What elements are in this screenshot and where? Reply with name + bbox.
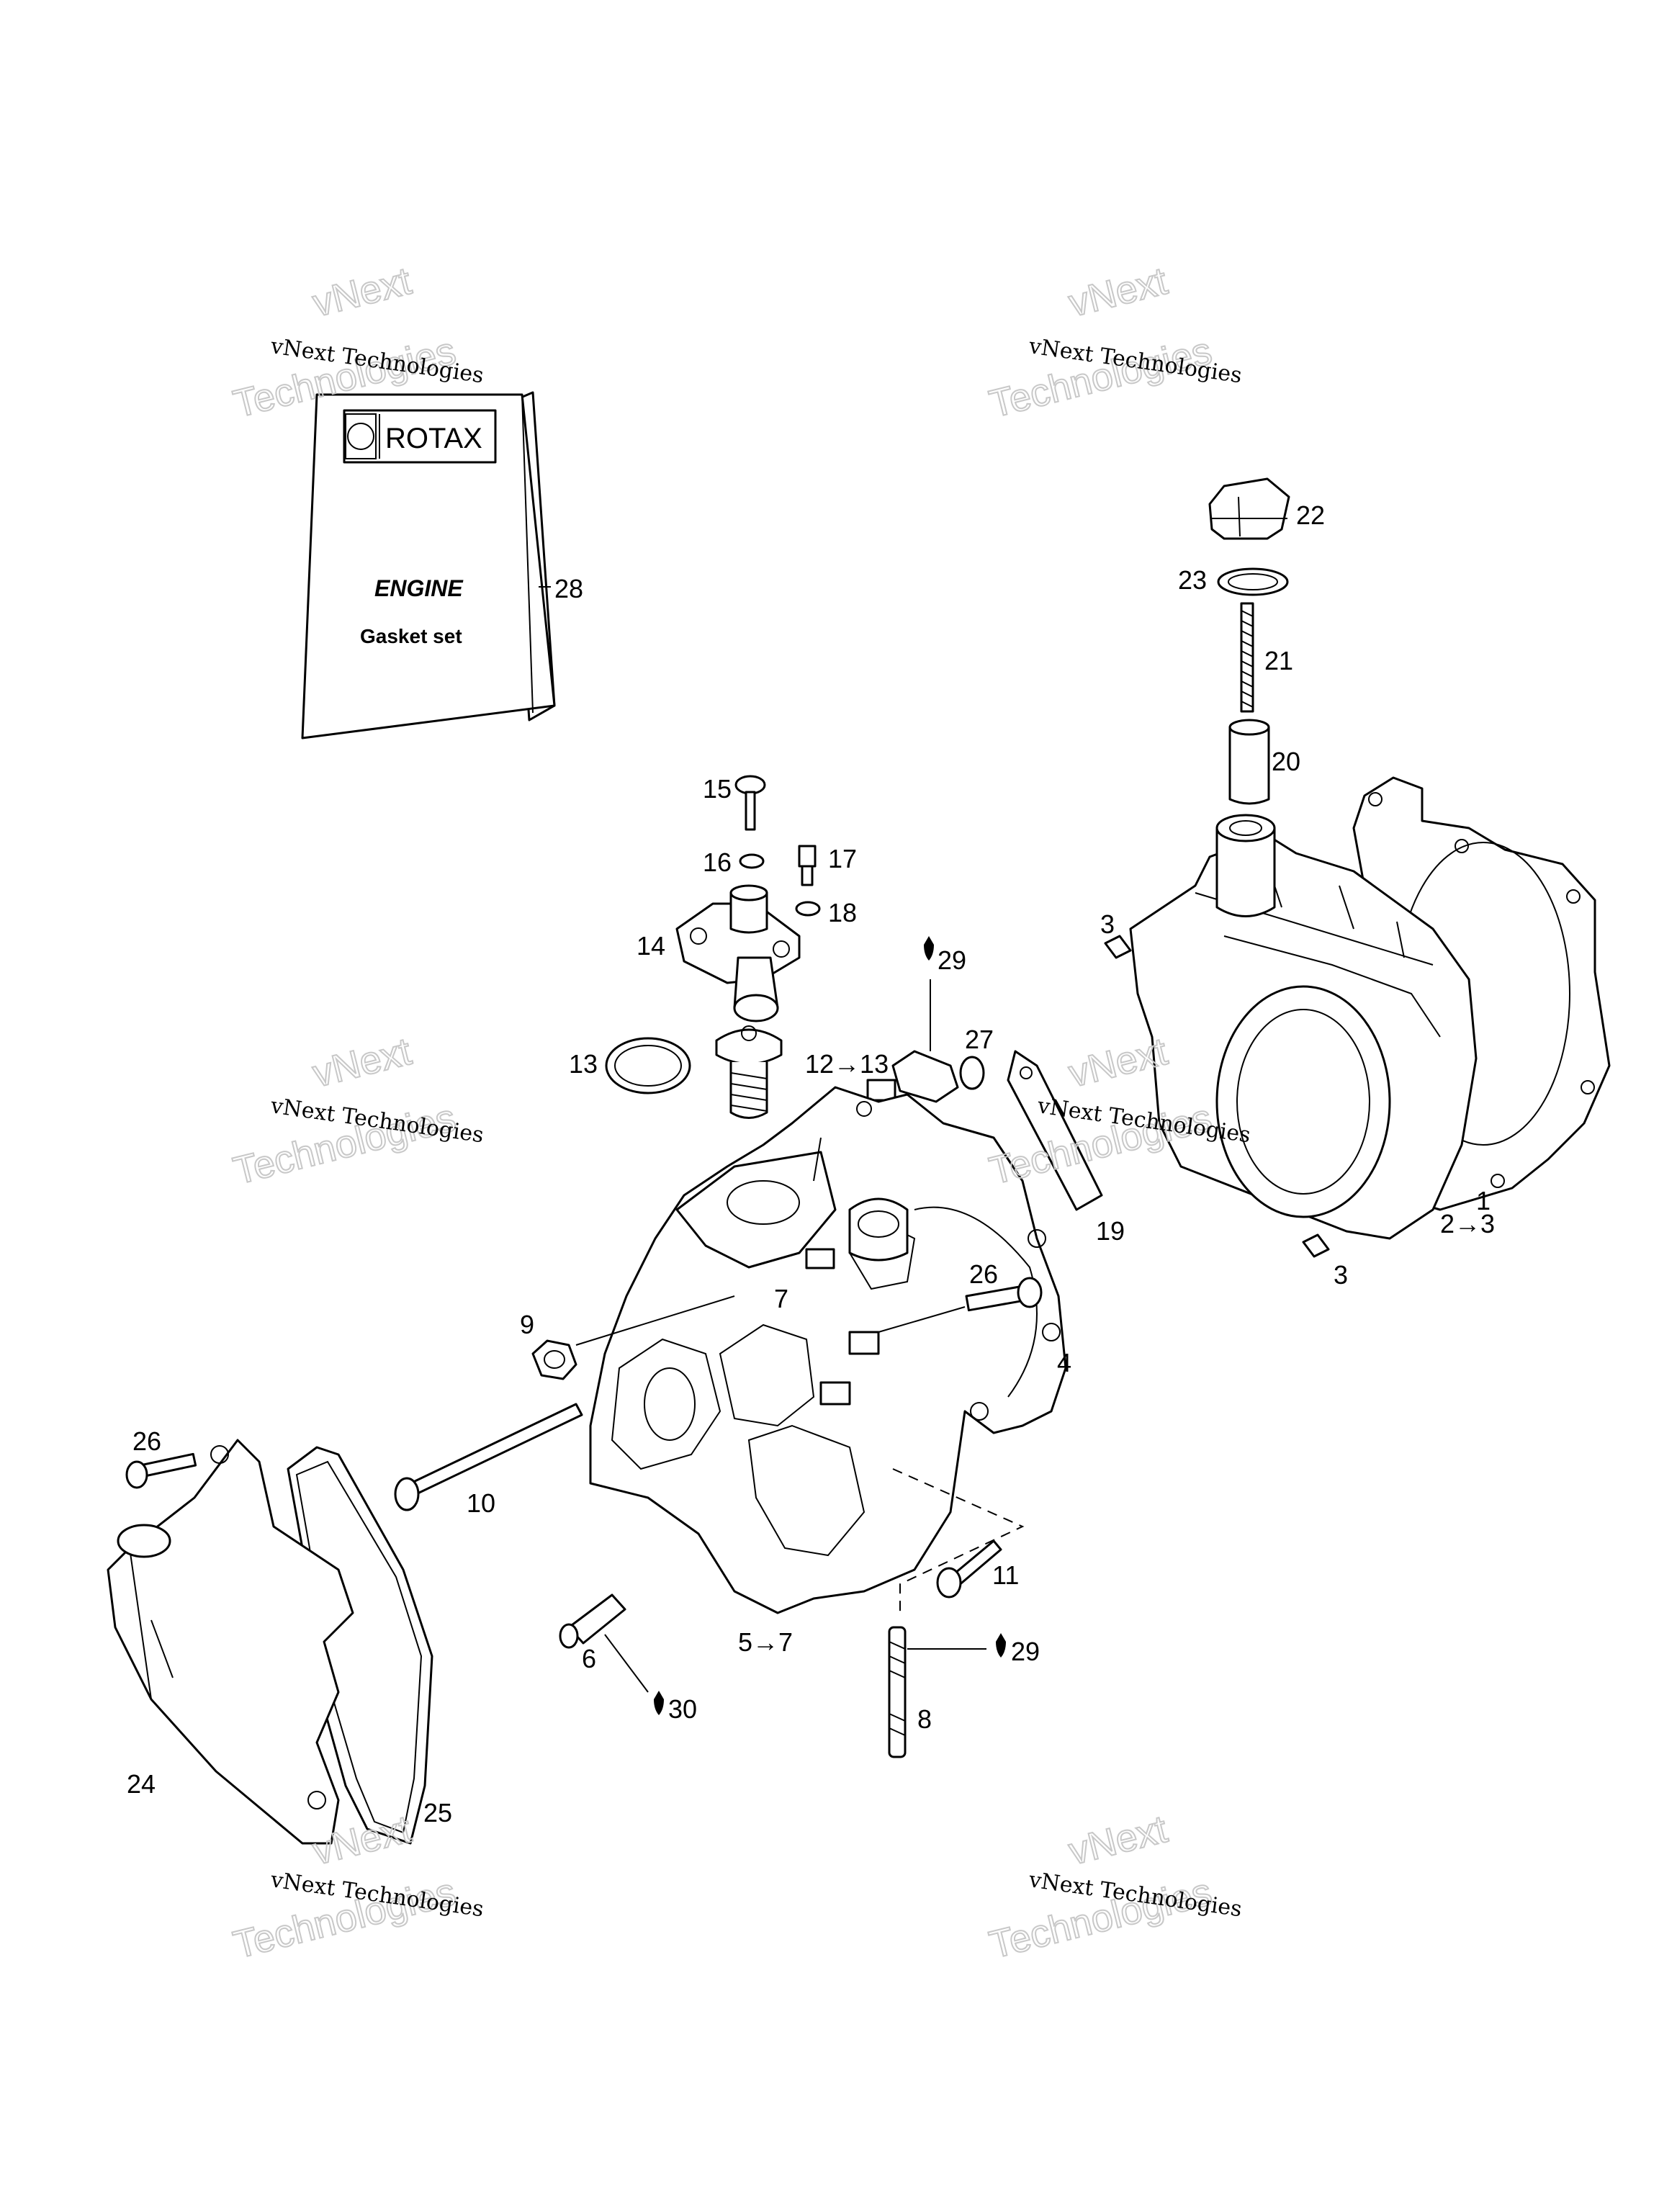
callout-30: 30 [668, 1694, 697, 1724]
hose-clip [1007, 1050, 1103, 1211]
oil-drop-icon [654, 1691, 664, 1715]
callout-15: 15 [703, 774, 732, 804]
threaded-stud [1240, 602, 1254, 713]
callout-5-7: 5→7 [738, 1627, 793, 1657]
callout-13: 13 [569, 1049, 598, 1079]
callout-20: 20 [1272, 747, 1300, 776]
svg-text:vNext: vNext [308, 259, 415, 325]
guide-pin [559, 1593, 626, 1649]
sealing-ring [1217, 567, 1289, 596]
callout-8: 8 [917, 1704, 932, 1734]
callout-25: 25 [423, 1798, 452, 1827]
oil-drop-icon [924, 936, 934, 961]
cap-screw-26-cover [125, 1452, 197, 1489]
callout-28: 28 [554, 574, 583, 603]
dowel-pin-lower [1302, 1233, 1330, 1258]
watermark-bottom-right: vNext Technologies vNext Technologies [984, 1807, 1243, 1968]
callout-22: 22 [1296, 500, 1325, 530]
callout-3-lower: 3 [1334, 1260, 1348, 1290]
callout-23: 23 [1178, 565, 1207, 595]
callout-18: 18 [828, 898, 857, 927]
cylinder-block [1129, 814, 1478, 1240]
callout-14: 14 [637, 931, 665, 961]
callout-21: 21 [1264, 646, 1293, 675]
booklet-title: ENGINE [374, 575, 464, 601]
callout-7: 7 [774, 1284, 788, 1313]
cylinder-head [589, 1086, 1067, 1614]
watermark-top-right: vNext Technologies vNext Technologies [984, 258, 1243, 427]
gasket-set-booklet: ROTAX ENGINE Gasket set [301, 391, 556, 739]
thermostat [715, 1025, 783, 1119]
callout-6: 6 [582, 1644, 596, 1673]
callout-26-cover: 26 [132, 1426, 161, 1456]
washer-18 [795, 901, 821, 917]
booklet-subtitle: Gasket set [360, 625, 462, 647]
dowel-pin-upper [1104, 935, 1132, 959]
hex-nut [531, 1339, 577, 1380]
callout-2-3: 2→3 [1440, 1209, 1495, 1238]
svg-text:vNext: vNext [1064, 1807, 1171, 1874]
callout-16: 16 [703, 848, 732, 877]
screw-17 [798, 845, 817, 886]
callout-4: 4 [1057, 1348, 1071, 1377]
callout-19: 19 [1096, 1216, 1125, 1246]
callout-29-upper: 29 [938, 945, 966, 975]
cap-screw-26-head [965, 1277, 1043, 1312]
callout-1: 1 [1476, 1186, 1491, 1215]
washer-16 [739, 853, 765, 869]
cap-screw-15 [734, 775, 766, 831]
valve-cover [107, 1439, 354, 1845]
callout-10: 10 [467, 1488, 495, 1518]
callout-3-upper: 3 [1100, 909, 1115, 939]
callout-9: 9 [520, 1310, 534, 1339]
callout-29-lower: 29 [1011, 1637, 1040, 1666]
spacer-sleeve [1228, 719, 1270, 805]
callout-12-13: 12→13 [805, 1049, 889, 1079]
o-ring-13 [605, 1037, 691, 1094]
booklet-logo-text: ROTAX [385, 423, 482, 454]
thermostat-housing [675, 884, 801, 1022]
cap-screw-11 [936, 1539, 1002, 1599]
watermark-bottom-left: vNext Technologies vNext Technologies [228, 1807, 485, 1968]
temperature-sensor [777, 1050, 985, 1167]
long-bolt [394, 1403, 583, 1511]
callout-27: 27 [965, 1025, 994, 1054]
callout-11: 11 [992, 1560, 1019, 1590]
watermark-mid-left: vNext Technologies vNext Technologies [228, 1029, 485, 1194]
callout-17: 17 [828, 844, 857, 873]
svg-text:vNext: vNext [1064, 259, 1171, 325]
plug-screw [1208, 477, 1290, 540]
oil-drop-icon [996, 1633, 1006, 1658]
callout-26-head: 26 [969, 1259, 998, 1289]
svg-text:vNext: vNext [308, 1030, 415, 1096]
stud-bolt [888, 1626, 907, 1758]
callout-24: 24 [127, 1769, 156, 1799]
